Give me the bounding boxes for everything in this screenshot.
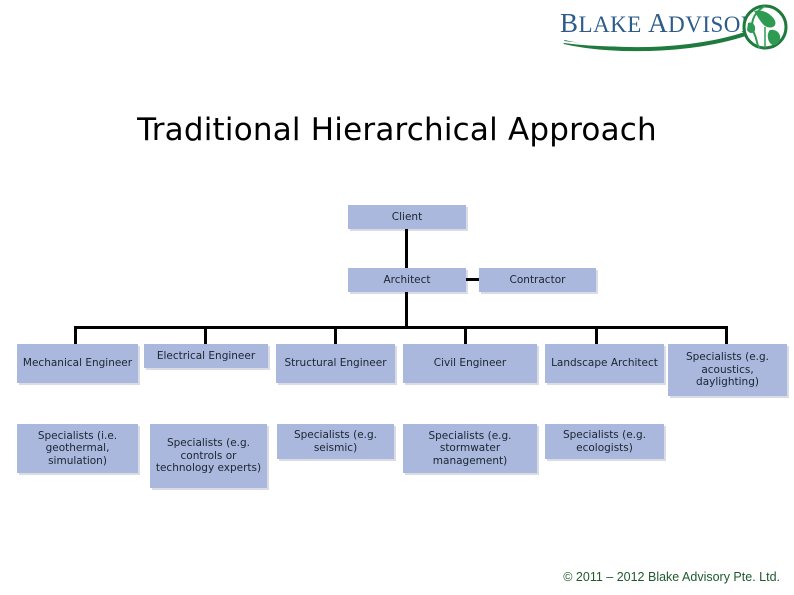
connector-bus-horizontal: [74, 326, 728, 329]
org-node-civil-engineer[interactable]: Civil Engineer: [403, 344, 537, 383]
connector-drop-electrical: [204, 326, 207, 345]
connector-architect-bus: [405, 292, 408, 328]
org-node-mechanical-engineer[interactable]: Mechanical Engineer: [17, 344, 138, 383]
connector-drop-mechanical: [74, 326, 77, 345]
org-node-contractor[interactable]: Contractor: [479, 268, 596, 292]
page-title: Traditional Hierarchical Approach: [137, 112, 657, 148]
org-node-specialists-controls[interactable]: Specialists (e.g. controls or technology…: [150, 424, 267, 488]
connector-client-architect: [405, 229, 408, 268]
org-node-specialists-geothermal[interactable]: Specialists (i.e. geothermal, simulation…: [17, 424, 138, 473]
globe-icon: [742, 4, 788, 50]
copyright-footer: © 2011 – 2012 Blake Advisory Pte. Ltd.: [563, 570, 780, 584]
org-node-specialists-acoustics[interactable]: Specialists (e.g. acoustics, daylighting…: [668, 344, 787, 396]
org-node-client[interactable]: Client: [348, 205, 466, 229]
connector-drop-landscape: [595, 326, 598, 345]
org-node-specialists-seismic[interactable]: Specialists (e.g. seismic): [277, 424, 394, 459]
org-node-structural-engineer[interactable]: Structural Engineer: [276, 344, 395, 383]
org-node-electrical-engineer[interactable]: Electrical Engineer: [144, 344, 268, 368]
org-node-specialists-stormwater[interactable]: Specialists (e.g. stormwater management): [403, 424, 537, 473]
connector-drop-civil: [464, 326, 467, 345]
org-node-landscape-architect[interactable]: Landscape Architect: [545, 344, 664, 383]
connector-drop-acoustics: [725, 326, 728, 345]
swoosh-decoration: [563, 25, 762, 52]
brand-logo: BBlakeLAKE ADVISORY: [556, 2, 792, 52]
org-node-specialists-ecologists[interactable]: Specialists (e.g. ecologists): [545, 424, 664, 459]
connector-architect-contractor: [466, 278, 480, 281]
connector-drop-structural: [334, 326, 337, 345]
org-node-architect[interactable]: Architect: [348, 268, 466, 292]
